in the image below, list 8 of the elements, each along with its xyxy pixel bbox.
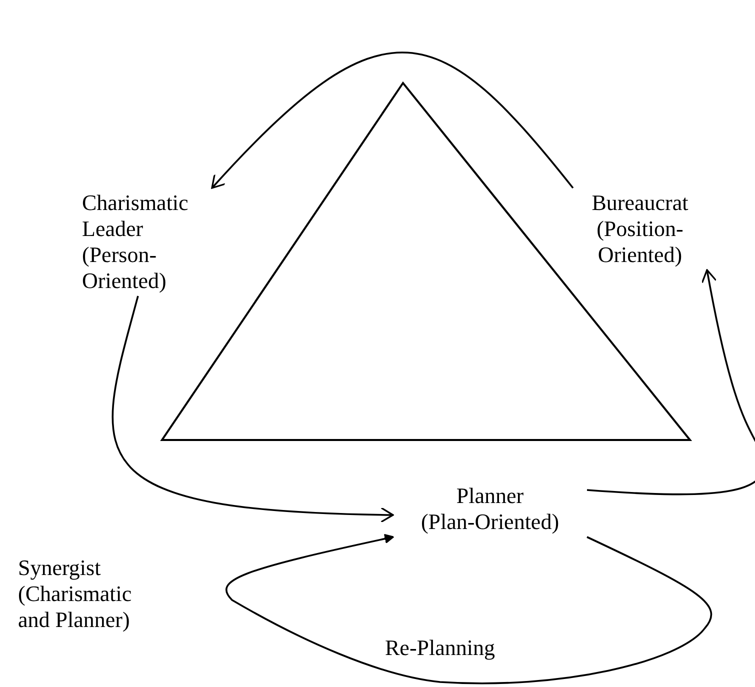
curved-arrow: [586, 269, 755, 496]
loop-arrow: [226, 534, 712, 684]
curved-arrow: [112, 296, 394, 523]
role-label: Planner (Plan-Oriented): [395, 483, 585, 535]
role-label: Synergist (Charismatic and Planner): [18, 555, 158, 633]
curved-arrow: [211, 52, 574, 189]
role-label: Charismatic Leader (Person-Oriented): [82, 190, 210, 294]
role-label: Bureaucrat (Position-Oriented): [575, 190, 705, 268]
